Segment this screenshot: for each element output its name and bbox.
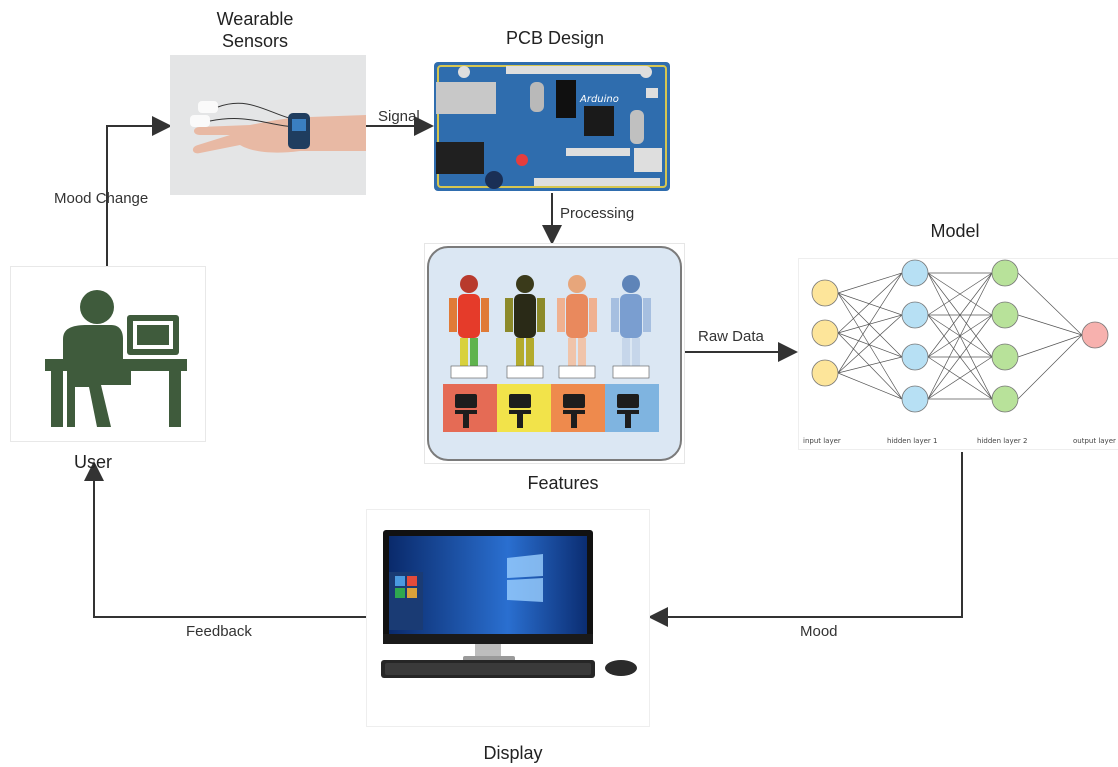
nn-connection [927,272,993,358]
nn-connection [837,292,903,400]
display-title: Display [483,743,543,763]
nn-connection [837,332,903,358]
pcb-board-text: Arduino [579,94,619,105]
user-title: User [73,452,112,472]
features-image [424,243,685,464]
wearable-sensors-title: Wearable Sensors [170,8,340,52]
nn-hidden2-node [991,301,1019,329]
nn-layer-label-output: output layer [1073,437,1116,445]
nn-edges [837,272,1083,400]
body-figure-1 [449,275,489,374]
nn-input-node [811,359,839,387]
nn-connection [837,314,903,374]
model-title: Model [930,221,980,241]
feedback-label: Feedback [186,623,252,640]
nn-connection [837,272,903,294]
body-figure-2 [505,275,545,374]
pcb-design-image: Arduino [434,62,670,191]
nn-connection [927,314,993,400]
user-icon-box [10,266,206,442]
neural-network-diagram: input layer hidden layer 1 hidden layer … [803,259,1116,445]
nn-connection [927,272,993,400]
mood-change-label: Mood Change [54,190,149,207]
nn-connection [837,372,903,400]
nn-hidden2-node [991,343,1019,371]
nn-connection [837,272,903,374]
nn-connection [1017,334,1083,358]
nn-connection [1017,334,1083,400]
nn-connection [837,332,903,400]
nn-input-node [811,319,839,347]
wearable-sensors-image [170,55,366,195]
body-figure-3 [557,275,597,374]
feedback-arrow [84,461,366,618]
nn-hidden1-node [901,385,929,413]
nn-connection [837,314,903,334]
features-title: Features [527,473,599,493]
nn-nodes [811,259,1109,413]
raw-data-label: Raw Data [698,328,764,345]
arduino-board-illustration: Arduino [434,62,670,191]
nn-layer-label-input: input layer [803,437,841,445]
wearable-title-line2: Sensors [221,31,289,51]
nn-connection [837,272,903,334]
user-at-desk-icon [45,290,187,427]
nn-connection [837,292,903,358]
mood-label: Mood [800,623,838,640]
nn-connection [927,356,993,400]
nn-layer-label-hidden2: hidden layer 2 [977,437,1027,445]
processing-label: Processing [560,205,635,222]
wearable-title-line1: Wearable [216,9,294,29]
nn-layer-label-hidden1: hidden layer 1 [887,437,937,445]
nn-output-node [1081,321,1109,349]
hand-with-sensors-illustration [170,55,366,195]
body-heatmap-illustration [427,246,682,461]
nn-hidden2-node [991,385,1019,413]
desktop-computer-illustration [381,530,637,678]
nn-connection [927,272,993,316]
nn-input-node [811,279,839,307]
neural-network-model-image: input layer hidden layer 1 hidden layer … [798,258,1118,450]
nn-hidden2-node [991,259,1019,287]
nn-hidden1-node [901,259,929,287]
nn-connection [1017,272,1083,336]
nn-hidden1-node [901,301,929,329]
pcb-design-title: PCB Design [505,28,605,48]
nn-connection [837,292,903,316]
body-figure-4 [611,275,651,374]
signal-label: Signal [378,108,420,125]
nn-hidden1-node [901,343,929,371]
mood-arrow [648,452,963,627]
nn-connection [837,356,903,374]
mood-change-arrow [106,116,172,266]
nn-connection [1017,314,1083,336]
display-image [366,509,650,727]
